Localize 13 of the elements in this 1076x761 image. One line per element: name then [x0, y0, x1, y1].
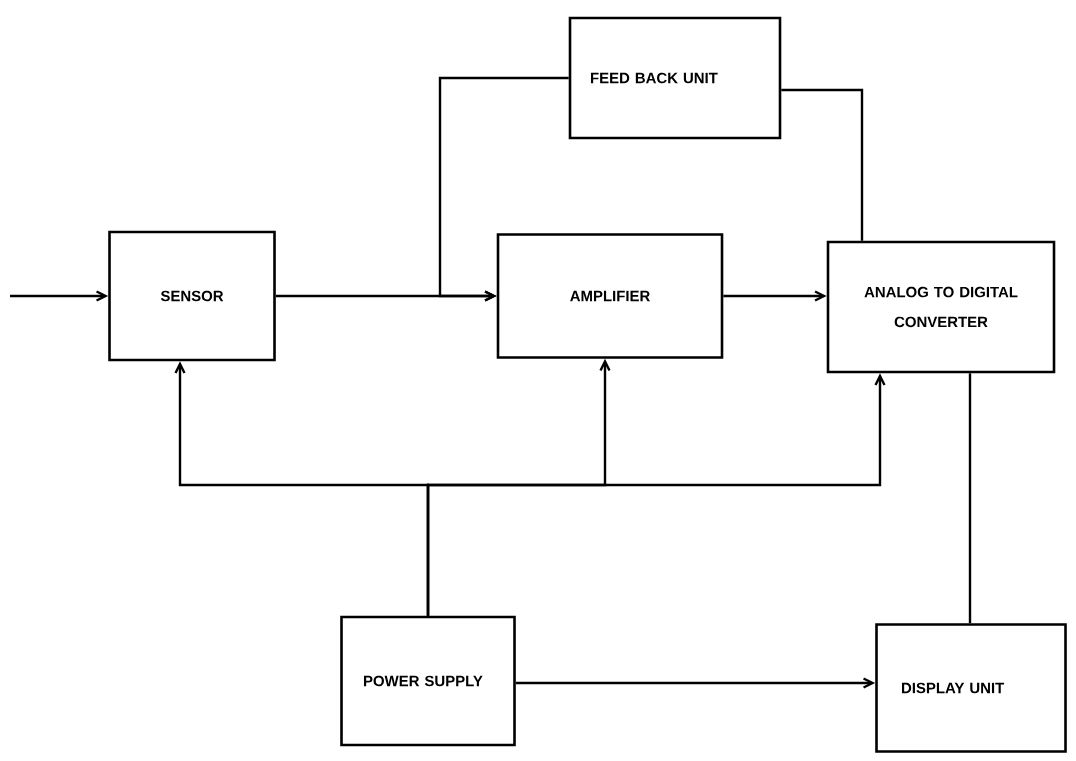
block-box: SENSOR [108, 230, 276, 362]
arrow [515, 677, 876, 689]
arrow [438, 76, 569, 302]
block-box: DISPLAY UNIT [875, 623, 1067, 753]
connector-line [968, 373, 972, 624]
arrow [426, 373, 886, 616]
block-box: AMPLIFIER [496, 233, 724, 359]
arrow [10, 290, 109, 302]
connector-line [781, 88, 864, 241]
arrow [723, 290, 827, 302]
block-box: ANALOG TO DIGITAL CONVERTER [826, 240, 1056, 374]
block-box: FEED BACK UNIT [568, 16, 782, 140]
block-box: POWER SUPPLY [340, 615, 516, 747]
